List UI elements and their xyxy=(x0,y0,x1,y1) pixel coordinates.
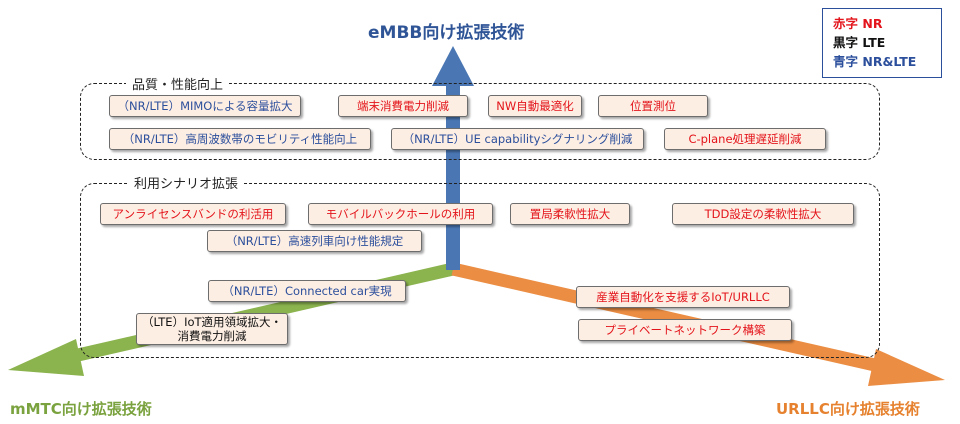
item-unlicensed: アンライセンスバンドの利活用 xyxy=(100,203,286,225)
item-iot-urllc: 産業自動化を支援するIoT/URLLC xyxy=(576,286,790,308)
scenario-group-label: 利用シナリオ拡張 xyxy=(128,173,245,192)
item-nw-opt: NW自動最適化 xyxy=(488,95,582,117)
item-connected-car: （NR/LTE）Connected car実現 xyxy=(208,280,406,302)
item-tdd: TDD設定の柔軟性拡大 xyxy=(672,203,854,225)
embb-arrowhead xyxy=(432,46,474,86)
urllc-arrow xyxy=(451,262,890,375)
color-legend: 赤字 NR 黒字 LTE 青字 NR&LTE xyxy=(822,8,942,78)
item-placement: 置局柔軟性拡大 xyxy=(510,203,630,225)
legend-black: 黒字 LTE xyxy=(833,35,886,50)
mmtc-axis-label: mMTC向け拡張技術 xyxy=(10,400,152,418)
urllc-arrowhead xyxy=(868,349,945,386)
item-lte-iot-line1: （LTE）IoT適用領域拡大・ xyxy=(141,314,283,329)
item-backhaul: モバイルバックホールの利用 xyxy=(308,203,493,225)
item-mobility: （NR/LTE）高周波数帯のモビリティ性能向上 xyxy=(109,128,371,150)
item-cplane: C-plane処理遅延削減 xyxy=(664,128,826,150)
item-lte-iot-line2: 消費電力削減 xyxy=(177,329,247,343)
embb-axis-label: eMBB向け拡張技術 xyxy=(368,23,525,43)
item-private-network: プライベートネットワーク構築 xyxy=(578,319,792,341)
item-ue-capability: （NR/LTE）UE capabilityシグナリング削減 xyxy=(391,128,644,150)
legend-blue: 青字 NR&LTE xyxy=(833,54,917,69)
quality-group-label: 品質・性能向上 xyxy=(126,74,230,93)
scenario-group xyxy=(80,183,880,358)
item-high-speed-train: （NR/LTE）高速列車向け性能規定 xyxy=(207,230,422,252)
item-position: 位置測位 xyxy=(598,95,708,117)
quality-group xyxy=(80,83,880,160)
item-lte-iot: （LTE）IoT適用領域拡大・ 消費電力削減 xyxy=(136,313,288,345)
item-power: 端末消費電力削減 xyxy=(338,95,468,117)
mmtc-arrowhead xyxy=(8,339,84,376)
legend-red: 赤字 NR xyxy=(833,16,883,31)
item-mimo: （NR/LTE）MIMOによる容量拡大 xyxy=(109,95,301,117)
urllc-axis-label: URLLC向け拡張技術 xyxy=(776,400,920,418)
